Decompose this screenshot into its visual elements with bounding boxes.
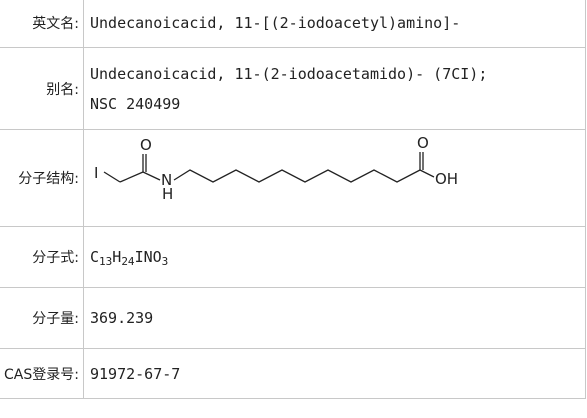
molecule-structure-diagram: I O N H O OH [94, 134, 458, 203]
molecule-bonds [103, 152, 435, 183]
row-english-name: 英文名: Undecanoicacid, 11-[(2-iodoacetyl)a… [0, 0, 586, 48]
formula-c-count: 13 [99, 255, 113, 268]
synonym-line-1: Undecanoicacid, 11-(2-iodoacetamido)- (7… [90, 64, 488, 83]
row-synonyms: 别名: Undecanoicacid, 11-(2-iodoacetamido)… [0, 47, 586, 130]
atom-oxygen-1: O [140, 136, 152, 154]
english-name-value: Undecanoicacid, 11-[(2-iodoacetyl)amino]… [83, 0, 586, 48]
atom-hydrogen: H [162, 185, 173, 203]
structure-label: 分子结构: [0, 129, 84, 227]
atom-nitrogen: N [161, 171, 172, 189]
cas-value: 91972-67-7 [83, 348, 586, 399]
synonyms-label: 别名: [0, 47, 84, 130]
formula-h: H [112, 248, 122, 266]
cas-label: CAS登录号: [0, 348, 84, 399]
atom-hydroxyl: OH [435, 170, 458, 188]
row-structure: 分子结构: [0, 129, 586, 227]
formula-value: C13H24INO3 [83, 226, 586, 288]
formula-label: 分子式: [0, 226, 84, 288]
row-cas: CAS登录号: 91972-67-7 [0, 348, 586, 399]
weight-value: 369.239 [83, 287, 586, 349]
structure-value: I O N H O OH [83, 129, 586, 227]
row-weight: 分子量: 369.239 [0, 287, 586, 349]
compound-info-table: 英文名: Undecanoicacid, 11-[(2-iodoacetyl)a… [0, 0, 586, 399]
atom-iodine: I [94, 164, 98, 182]
synonyms-value: Undecanoicacid, 11-(2-iodoacetamido)- (7… [83, 47, 586, 130]
synonym-line-2: NSC 240499 [90, 94, 181, 113]
formula-c: C [90, 248, 100, 266]
weight-label: 分子量: [0, 287, 84, 349]
formula-h-count: 24 [121, 255, 135, 268]
formula-o-count: 3 [161, 255, 169, 268]
row-formula: 分子式: C13H24INO3 [0, 226, 586, 288]
formula-rest: INO [134, 248, 162, 266]
english-name-label: 英文名: [0, 0, 84, 48]
atom-oxygen-2: O [417, 134, 429, 152]
